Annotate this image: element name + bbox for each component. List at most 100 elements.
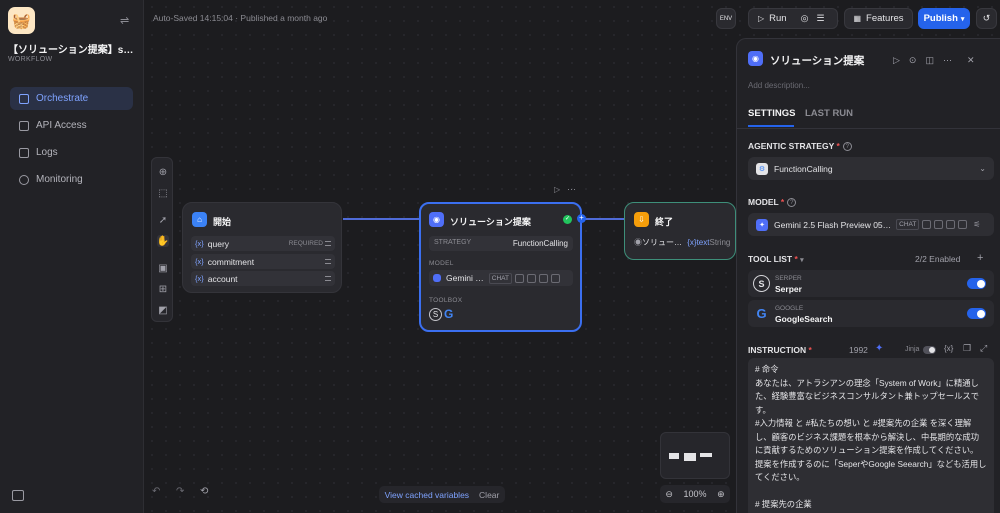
agent-icon: ◉ [429,212,444,227]
tool-row-serper[interactable]: S SERPER Serper [748,270,994,297]
chevron-down-icon: ⌄ [979,164,986,173]
expand-icon[interactable]: ⤢ [980,343,988,353]
copy-icon[interactable]: ❐ [963,343,972,353]
help-icon[interactable]: ? [842,142,852,152]
text-type-icon [325,276,331,281]
clear-button[interactable]: Clear [479,489,500,500]
split-view-icon[interactable]: ◫ [925,55,934,65]
jinja-toggle[interactable] [923,346,936,354]
version-history-button[interactable]: ↺ [976,8,997,29]
end-icon: ⇩ [634,212,649,227]
gemini-icon [433,274,441,282]
tab-last-run[interactable]: LAST RUN [805,108,854,119]
edge-agent-end [582,218,625,220]
serper-toggle[interactable] [967,278,986,289]
end-node-title: 終了 [655,217,674,227]
description-input[interactable]: Add description... [748,81,810,90]
model-settings-icon[interactable]: ⚟ [973,220,981,229]
sidebar-item-orchestrate[interactable]: Orchestrate [10,87,133,110]
ai-generate-icon[interactable]: ✦ [875,343,884,354]
variable-icon: {x} [195,274,204,283]
text-type-icon [325,259,331,264]
edge-start-agent [343,218,420,220]
sidebar-item-logs[interactable]: Logs [10,141,133,164]
pointer-icon[interactable]: ➚ [158,214,168,226]
redo-icon[interactable]: ↷ [176,486,185,497]
add-next-node-icon[interactable]: + [577,214,586,223]
cached-variables-bar: View cached variables Clear [379,486,505,503]
zoom-out-icon[interactable]: ⊖ [665,488,673,499]
end-node[interactable]: ⇩ 終了 ◉ソリュー… {x}textString [624,202,736,260]
model-row[interactable]: Gemini … CHAT [429,270,573,286]
sidebar: 🧺 ⇌ 【ソリューション提案】sales… WORKFLOW Orchestra… [0,0,144,513]
help-icon[interactable]: ⊙ [908,55,917,65]
start-var-row[interactable]: {x} query REQUIRED [191,236,335,251]
zoom-control: ⊖ 100% ⊕ [660,485,730,503]
panel-actions: ▷ ⊙ ◫ ⋯ ✕ [893,55,975,66]
history-icon: ↺ [982,13,991,23]
node-run-icon[interactable]: ▷ [554,185,561,194]
app-logo[interactable]: 🧺 [8,7,35,34]
checklist-icon[interactable]: ☰ [816,13,825,23]
features-button[interactable]: ▦ Features [844,8,913,29]
help-icon[interactable]: ? [787,198,797,208]
undo-icon[interactable]: ↶ [152,486,161,497]
model-select[interactable]: ✦ Gemini 2.5 Flash Preview 05… CHAT ⚟ [748,213,994,236]
sidebar-settings-icon[interactable]: ⇌ [120,15,130,27]
run-button[interactable]: ▷ Run ◎ ☰ [748,8,838,29]
video-icon [946,220,956,229]
tab-divider [737,128,1000,129]
start-var-row[interactable]: {x} commitment [191,254,335,269]
tab-settings[interactable]: SETTINGS [748,108,796,119]
instruction-editor[interactable]: # 命令 あなたは、アトラシアンの理念「System of Work」に精通した… [748,358,994,513]
tool-row-google[interactable]: G GOOGLE GoogleSearch [748,300,994,327]
strategy-select[interactable]: ⚙ FunctionCalling ⌄ [748,157,994,180]
add-note-icon[interactable]: ⬚ [158,187,168,199]
add-node-icon[interactable]: ⊕ [158,166,168,178]
insert-variable-icon[interactable]: {x} [944,344,954,353]
sidebar-toggle-icon[interactable] [12,490,24,501]
instruction-char-count: 1992 [849,345,868,355]
variable-icon: {x} [195,239,204,248]
gemini-icon: ✦ [756,218,768,231]
tool-list-label: TOOL LIST * ▾ [748,254,804,264]
run-step-icon[interactable]: ▷ [893,55,900,65]
panel-title[interactable]: ソリューション提案 [770,55,865,67]
variable-icon: {x} [195,257,204,266]
export-image-icon[interactable]: ▣ [158,262,168,274]
strategy-row: STRATEGY FunctionCalling [429,236,573,251]
toolbox-label: TOOLBOX [429,297,463,304]
home-icon: ⌂ [192,212,207,227]
publish-button[interactable]: Publish ▾ [918,8,970,29]
chevron-down-icon[interactable]: ▾ [800,257,804,264]
start-node[interactable]: ⌂ 開始 {x} query REQUIRED {x} commitment {… [182,202,342,293]
close-icon[interactable]: ✕ [966,55,975,65]
agent-ref-icon: ◉ [634,238,642,247]
history-icon[interactable]: ⟲ [200,486,209,497]
hand-icon[interactable]: ✋ [156,235,170,247]
agent-node[interactable]: ◉ ソリューション提案 ✓ STRATEGY FunctionCalling M… [419,202,582,332]
zoom-in-icon[interactable]: ⊕ [717,488,725,499]
document-icon [527,273,537,283]
start-var-row[interactable]: {x} account [191,271,335,286]
google-toggle[interactable] [967,308,986,319]
tool-call-icon [958,220,968,229]
chevron-down-icon: ▾ [960,15,965,23]
add-tool-icon[interactable]: + [977,252,984,264]
env-button[interactable]: ENV [716,8,736,29]
minimap-toggle-icon[interactable]: ◩ [158,304,168,316]
logs-icon [19,147,29,158]
zoom-level[interactable]: 100% [683,489,707,499]
text-type-icon [325,241,331,246]
minimap[interactable] [660,432,730,479]
node-more-icon[interactable]: ⋯ [567,184,576,194]
history-check-icon[interactable]: ◎ [800,13,809,23]
sidebar-item-monitoring[interactable]: Monitoring [10,168,133,191]
minimap-node [684,453,696,461]
view-cached-variables-link[interactable]: View cached variables [384,489,470,500]
organize-icon[interactable]: ⊞ [158,283,168,295]
more-icon[interactable]: ⋯ [942,55,952,65]
monitoring-icon [19,174,29,185]
node-settings-panel: ◉ ソリューション提案 ▷ ⊙ ◫ ⋯ ✕ Add description...… [736,38,1000,513]
sidebar-item-api-access[interactable]: API Access [10,114,133,137]
